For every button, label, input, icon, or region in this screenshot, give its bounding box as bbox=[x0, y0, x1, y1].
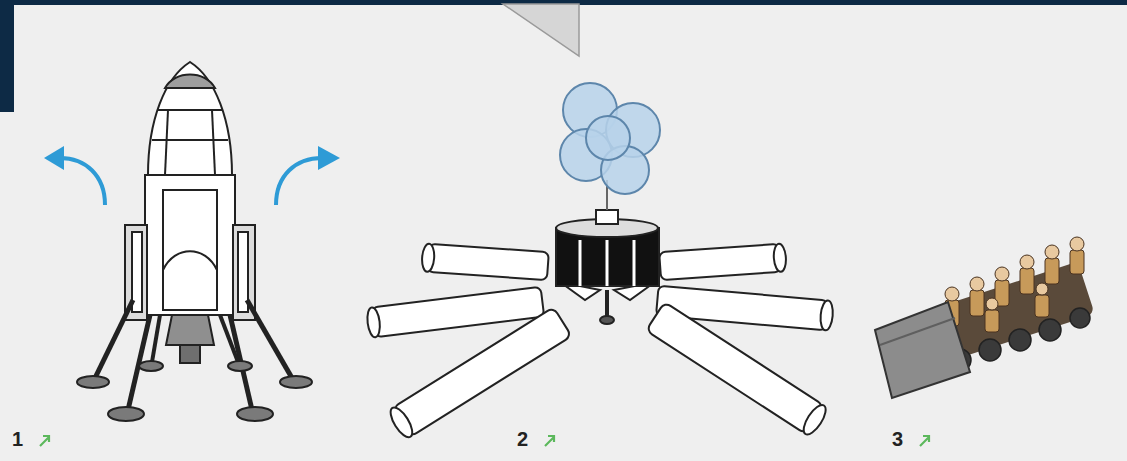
bulldozer-figure bbox=[875, 237, 1095, 398]
corner-block bbox=[0, 0, 14, 112]
tube-device-figure bbox=[366, 180, 834, 440]
rotation-arrows bbox=[60, 158, 322, 205]
link-icons bbox=[40, 436, 929, 446]
lander-figure bbox=[77, 62, 312, 421]
callout-number: 3 bbox=[892, 427, 903, 451]
callout-number: 1 bbox=[12, 427, 23, 451]
balloon-cluster bbox=[560, 83, 660, 194]
callout-number: 2 bbox=[517, 427, 528, 451]
pointer-tab bbox=[503, 4, 579, 56]
rotation-arrowheads bbox=[44, 146, 340, 170]
